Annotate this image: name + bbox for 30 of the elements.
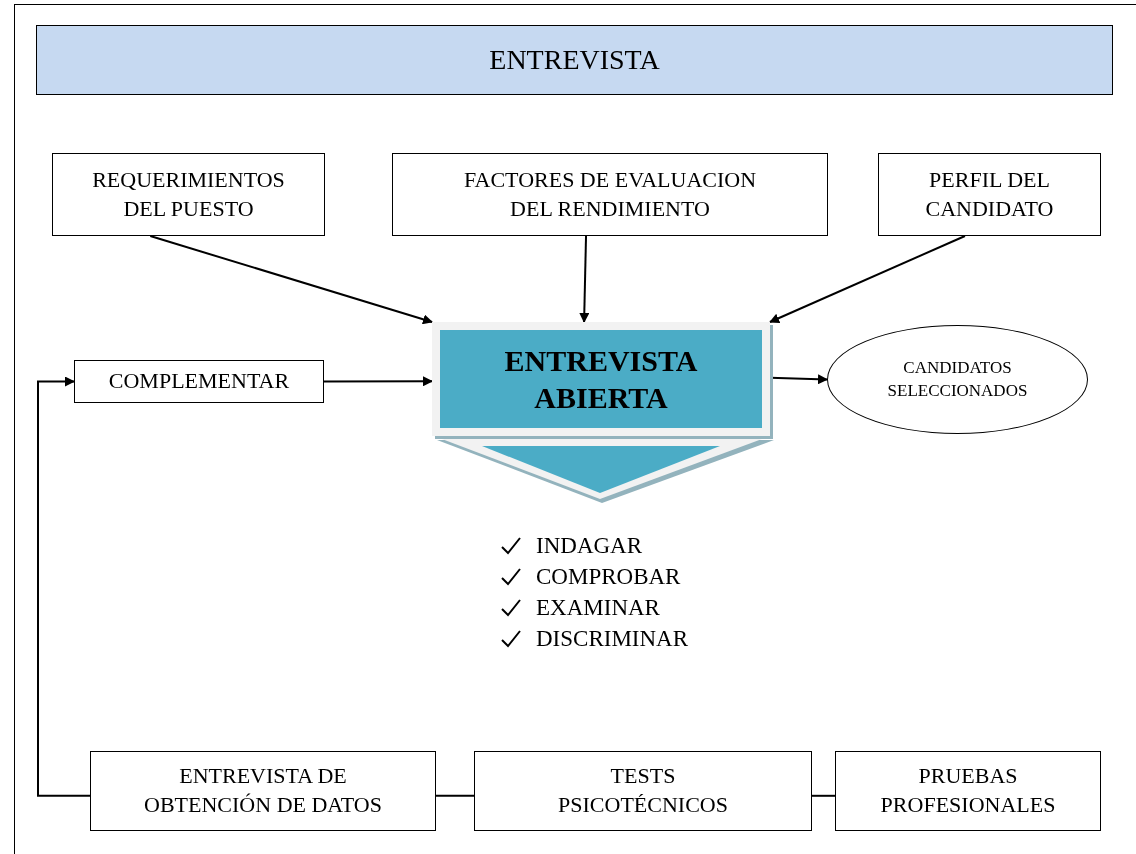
arrow [323,376,433,387]
checklist-item: COMPROBAR [536,564,681,590]
process-box [90,751,436,831]
title-band [36,25,1113,95]
process-box [878,153,1101,236]
process-box [392,153,828,236]
node-label: TESTS PSICOTÉCNICOS [557,762,729,819]
arrow [769,235,966,323]
arrow [37,376,91,797]
node-label: REQUERIMIENTOS DEL PUESTO [91,165,286,223]
node-label: ENTREVISTA [489,44,660,76]
process-box [474,751,812,831]
node-label: CANDIDATOS SELECCIONADOS [886,357,1029,402]
connector-line [435,794,475,797]
node-label: PERFIL DEL CANDIDATO [924,165,1055,223]
process-box [52,153,325,236]
arrow [149,235,433,325]
node-label: FACTORES DE EVALUACION DEL RENDIMIENTO [462,165,758,223]
process-box [835,751,1101,831]
node-label: ENTREVISTA ABIERTA [503,342,699,416]
process-box [74,360,324,403]
checklist-item: INDAGAR [536,533,643,559]
main-process-box [432,322,770,436]
connector-line [811,794,836,797]
node-label: PRUEBAS PROFESIONALES [879,762,1057,819]
node-label: ENTREVISTA DE OBTENCIÓN DE DATOS [143,762,383,819]
checklist-item: EXAMINAR [536,595,660,621]
node-label: COMPLEMENTAR [108,367,290,396]
arrow [579,235,590,323]
checklist-item: DISCRIMINAR [536,626,689,652]
